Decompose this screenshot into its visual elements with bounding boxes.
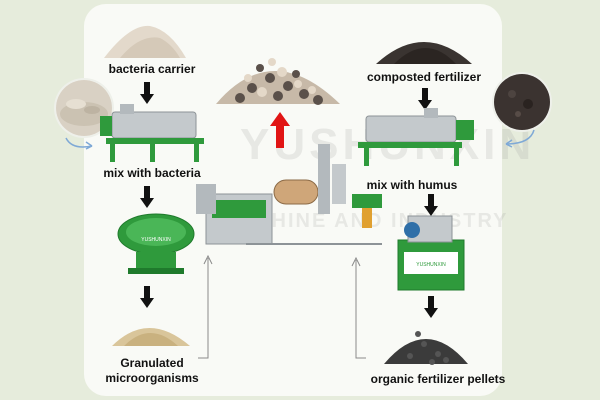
pellets-pile xyxy=(216,58,340,105)
humus-thumbnail xyxy=(494,74,550,130)
down-arrow-icon xyxy=(140,82,154,104)
pan-granulator: YUSHUNXIN xyxy=(117,213,195,274)
down-arrow-icon xyxy=(418,88,432,110)
curved-arrow-icon xyxy=(85,141,93,150)
red-up-arrow-icon xyxy=(270,112,290,148)
organic-fertilizer-pellets-label: organic fertilizer pellets xyxy=(370,372,506,386)
down-arrow-icon xyxy=(424,296,438,318)
humus-thumbnail-image xyxy=(494,74,550,130)
right-mixer-machine xyxy=(358,108,474,166)
production-line xyxy=(196,144,382,245)
down-arrow-icon xyxy=(424,194,438,216)
roller-granulator: YUSHUNXIN xyxy=(397,215,465,291)
bacteria-carrier-label: bacteria carrier xyxy=(108,62,196,76)
mix-with-humus-label: mix with humus xyxy=(366,178,458,192)
organic-pellets-pile xyxy=(384,331,468,365)
composted-fertilizer-label: composted fertilizer xyxy=(366,70,482,84)
mix-with-bacteria-label: mix with bacteria xyxy=(103,166,201,180)
down-arrow-icon xyxy=(140,286,154,308)
connector-line-left xyxy=(198,258,209,359)
curved-arrow-icon xyxy=(65,137,93,148)
granulator-brand-text: YUSHUNXIN xyxy=(141,237,171,243)
roller-brand-text: YUSHUNXIN xyxy=(416,262,446,268)
granulated-pile xyxy=(112,328,190,346)
granulated-label-line1: Granulated xyxy=(120,356,184,370)
connector-line-left-head xyxy=(203,254,213,265)
left-mixer-machine xyxy=(100,104,204,162)
down-arrow-icon xyxy=(140,186,154,208)
bacteria-carrier-pile xyxy=(104,25,186,58)
connector-line-right xyxy=(355,260,366,359)
connector-line-right-head xyxy=(351,256,361,267)
curved-arrow-icon xyxy=(505,129,535,145)
composted-fertilizer-pile xyxy=(376,42,472,64)
curved-arrow-icon xyxy=(505,139,513,148)
granulated-label-line2: microorganisms xyxy=(105,371,199,385)
